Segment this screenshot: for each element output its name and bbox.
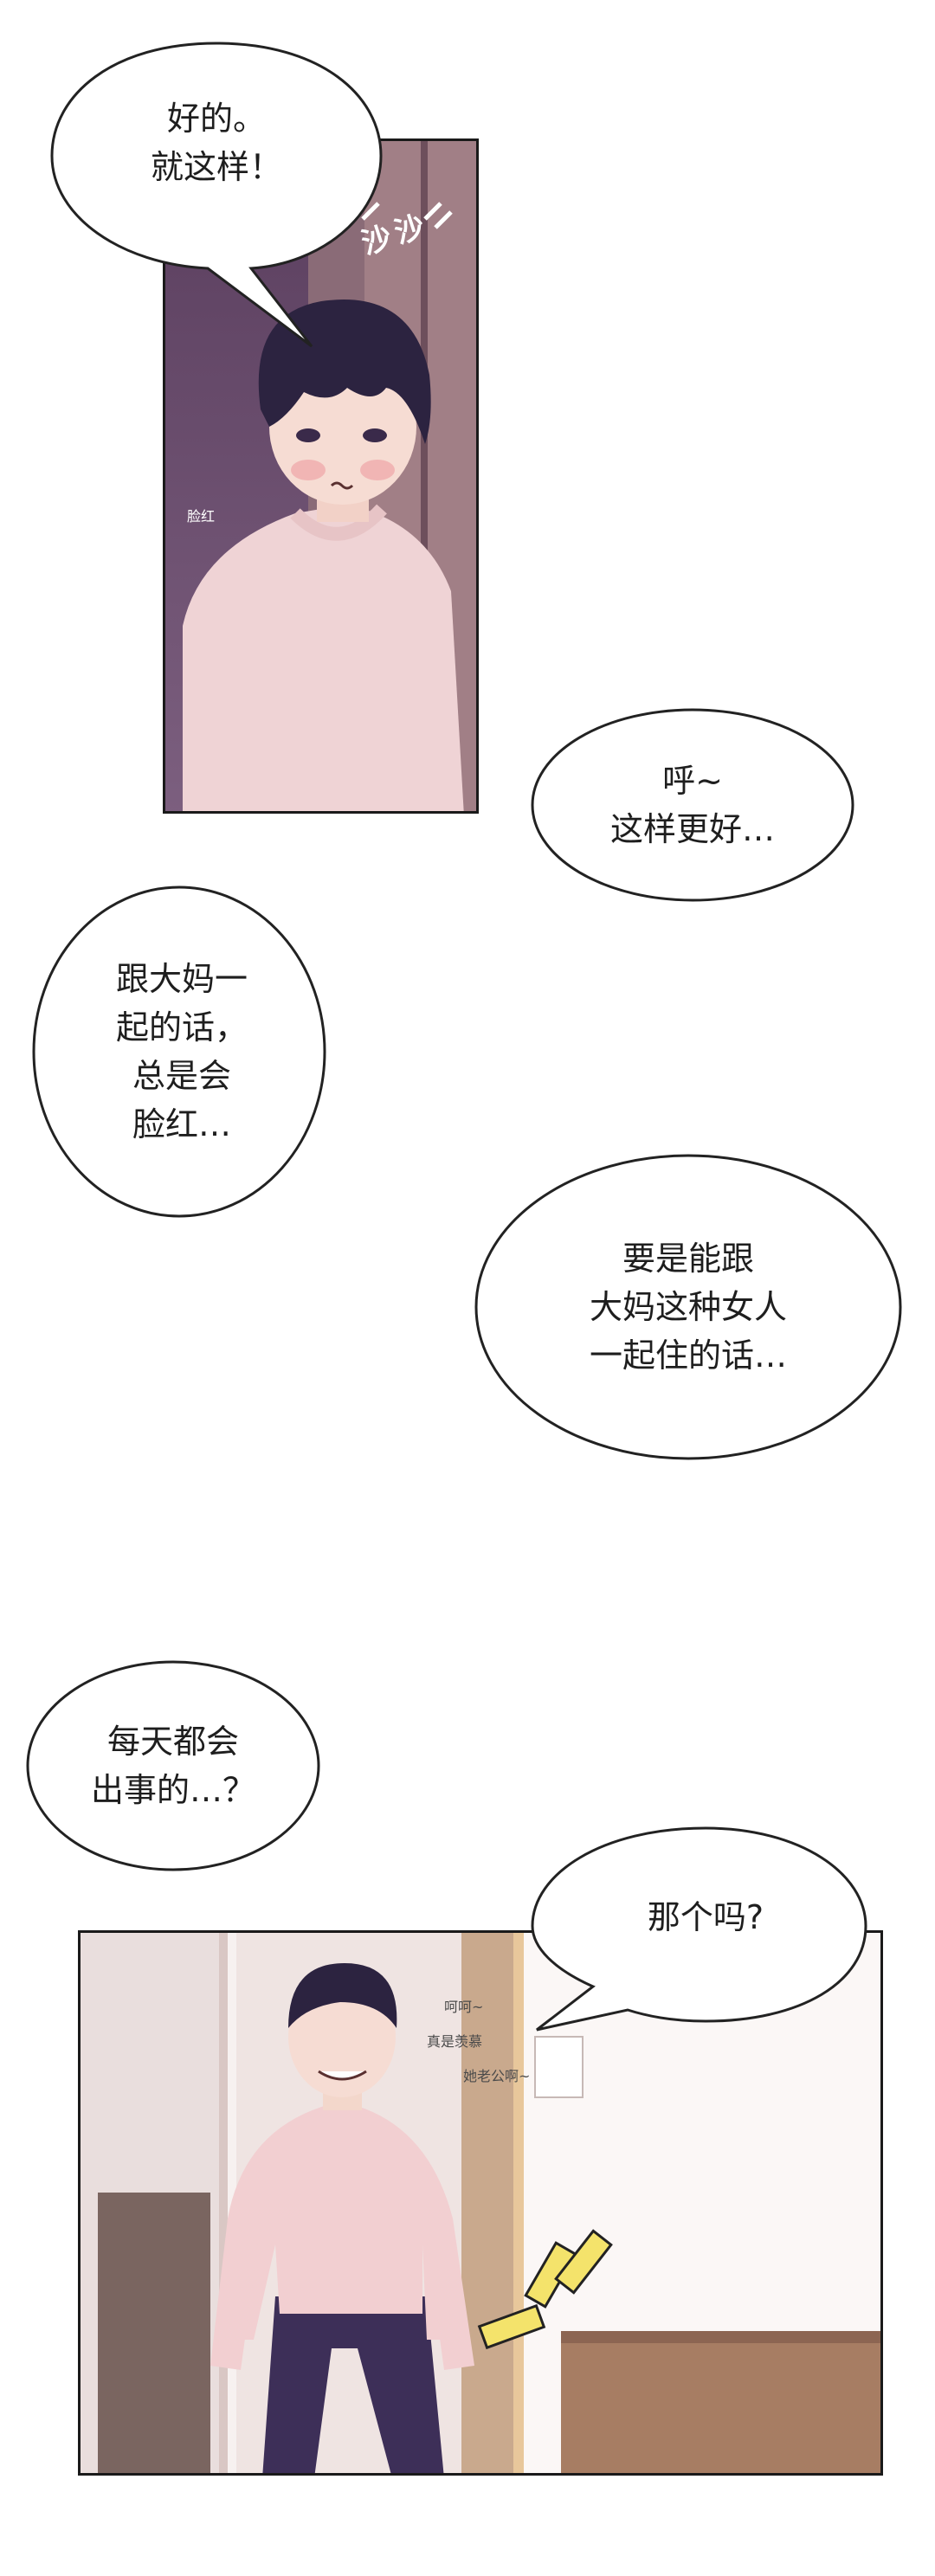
speech-bubble-5-shape xyxy=(26,1660,320,1871)
bubble-1-line-1: 好的。 xyxy=(166,100,266,138)
bubble-5-line-1: 每天都会 xyxy=(106,1723,239,1761)
background-chatter-3: 她老公啊~ xyxy=(463,2068,531,2084)
speech-bubble-6-shape xyxy=(531,1826,867,2032)
speech-bubble-4: 要是能跟 大妈这种女人 一起住的话… xyxy=(519,1229,857,1385)
speech-bubble-3-shape xyxy=(32,886,326,1218)
bubble-1-line-2: 就这样！ xyxy=(150,148,282,186)
background-chatter-2: 真是羡慕 xyxy=(427,2033,483,2050)
bubble-2-line-1: 呼~ xyxy=(662,762,723,800)
bubble-3-line-3: 总是会 xyxy=(132,1057,231,1095)
speech-bubble-1-shape xyxy=(50,42,383,348)
bubble-4-line-2: 大妈这种女人 xyxy=(589,1288,787,1326)
panel-2-artwork xyxy=(81,1933,880,2473)
speech-bubble-2: 呼~ 这样更好… xyxy=(545,736,840,874)
bubble-5-line-2: 出事的…？ xyxy=(90,1771,255,1809)
comic-panel-2: 呵呵~ 真是羡慕 她老公啊~ xyxy=(78,1930,883,2476)
speech-bubble-2-shape xyxy=(531,708,854,902)
speech-bubble-1: 好的。 就这样！ xyxy=(87,69,346,216)
speech-bubble-6: 那个吗? xyxy=(563,1844,848,1991)
speech-bubble-5: 每天都会 出事的…？ xyxy=(48,1697,299,1835)
bubble-6-line-1: 那个吗? xyxy=(647,1898,764,1936)
bubble-4-line-3: 一起住的话… xyxy=(589,1336,787,1375)
speech-bubble-3: 跟大妈一 起的话， 总是会 脸红… xyxy=(52,931,312,1173)
blush-caption: 脸红 xyxy=(187,508,216,525)
bubble-3-line-4: 脸红… xyxy=(132,1105,231,1143)
speech-bubble-4-shape xyxy=(474,1154,902,1460)
bubble-3-line-2: 起的话， xyxy=(115,1008,248,1046)
bubble-4-line-1: 要是能跟 xyxy=(622,1240,754,1278)
background-chatter-1: 呵呵~ xyxy=(444,1999,484,2015)
bubble-3-line-1: 跟大妈一 xyxy=(115,960,248,998)
bubble-2-line-2: 这样更好… xyxy=(609,810,775,848)
